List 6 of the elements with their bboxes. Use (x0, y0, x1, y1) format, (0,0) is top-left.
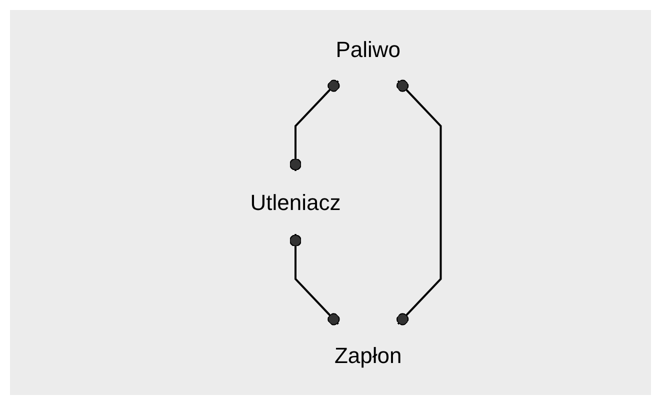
connector (289, 80, 340, 171)
node-text: Utleniacz (250, 190, 341, 215)
node-text: Paliwo (336, 37, 401, 62)
connector (289, 234, 340, 326)
node-text: Zapłon (334, 343, 402, 368)
connector (396, 80, 442, 326)
